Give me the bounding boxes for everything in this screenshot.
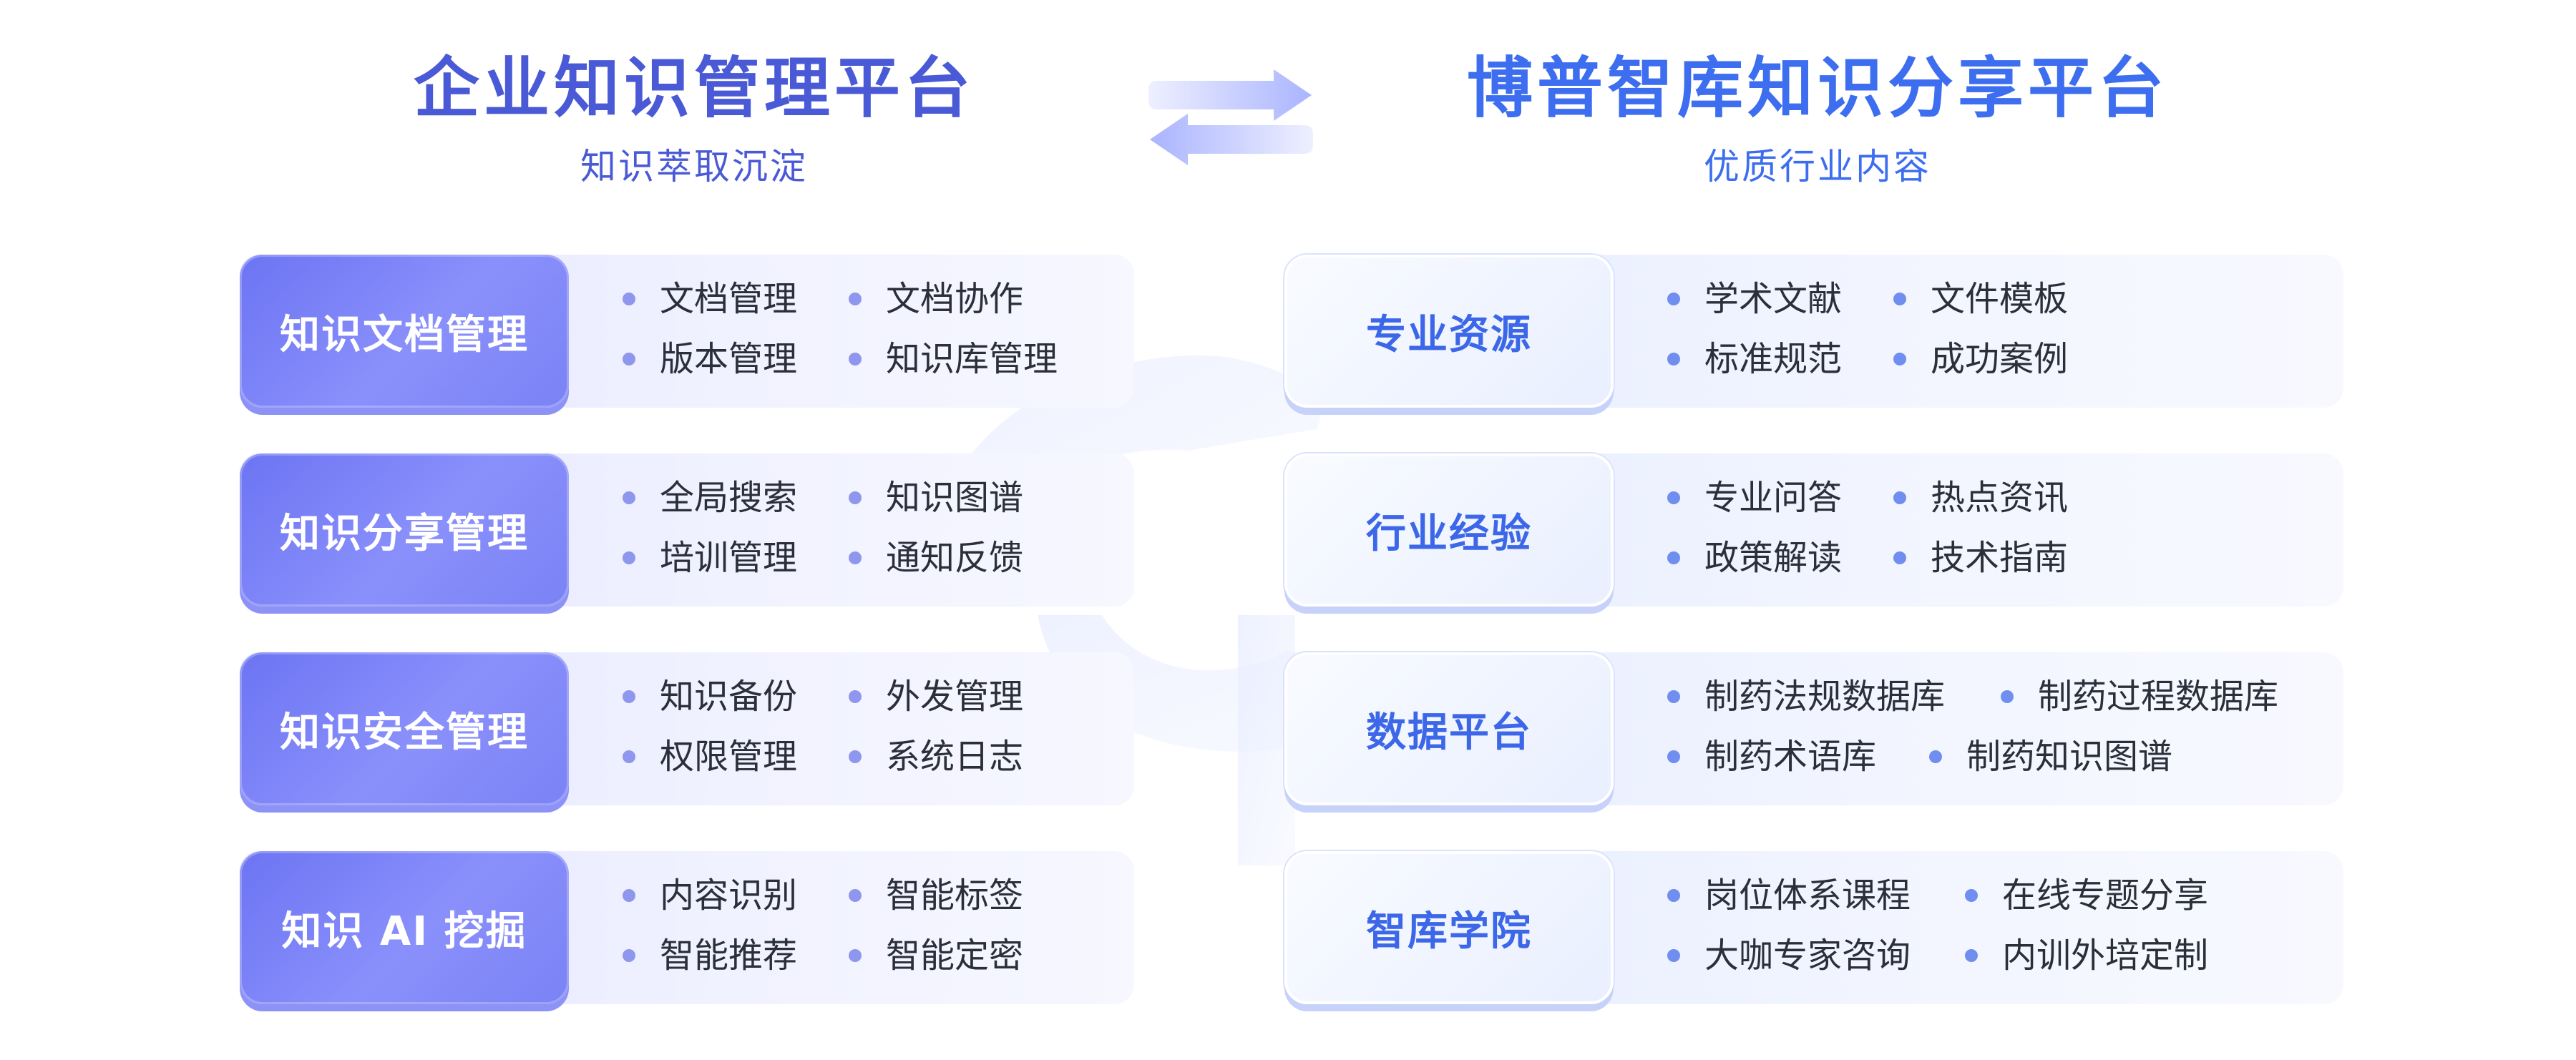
bullet-dot-icon — [1965, 889, 1978, 902]
bullet-dot-icon — [849, 949, 862, 962]
bullet-dot-icon — [849, 353, 862, 365]
list-item: 在线专题分享 — [1965, 874, 2208, 917]
bullet-dot-icon — [623, 889, 635, 902]
list-item: 外发管理 — [849, 675, 1023, 718]
right-title: 博普智库知识分享平台 — [1466, 50, 2168, 127]
left-row-label: 知识文档管理 — [240, 255, 569, 408]
bullet-dot-icon — [849, 889, 862, 902]
right-subtitle: 优质行业内容 — [1704, 146, 1931, 187]
left-column-header: 企业知识管理平台 知识萃取沉淀 — [386, 56, 1002, 185]
right-row-label: 智库学院 — [1284, 851, 1614, 1004]
bullet-dot-icon — [849, 690, 862, 703]
left-row-document: 知识文档管理 文档管理 文档协作 版本管理 知识库管理 — [240, 255, 1134, 408]
bullet-dot-icon — [1965, 949, 1978, 962]
bullet-dot-icon — [623, 750, 635, 763]
left-subtitle: 知识萃取沉淀 — [580, 146, 808, 187]
bullet-dot-icon — [1667, 690, 1680, 703]
bullet-dot-icon — [1667, 551, 1680, 564]
list-item: 制药知识图谱 — [1929, 735, 2172, 778]
right-row-resources: 专业资源 学术文献 文件模板 标准规范 成功案例 — [1284, 255, 2343, 408]
list-item: 专业问答 — [1667, 476, 1842, 519]
left-title: 企业知识管理平台 — [413, 50, 975, 127]
bullet-dot-icon — [849, 293, 862, 305]
bullet-dot-icon — [849, 551, 862, 564]
swap-arrows-icon — [1148, 69, 1313, 165]
list-item: 知识备份 — [623, 675, 797, 718]
right-row-experience: 行业经验 专业问答 热点资讯 政策解读 技术指南 — [1284, 453, 2343, 607]
list-item: 版本管理 — [623, 338, 797, 381]
right-row-items: 岗位体系课程 在线专题分享 大咖专家咨询 内训外培定制 — [1667, 874, 2326, 988]
list-item: 制药过程数据库 — [2001, 675, 2278, 718]
list-item: 内容识别 — [623, 874, 797, 917]
list-item: 全局搜索 — [623, 476, 797, 519]
list-item: 培训管理 — [623, 536, 797, 579]
right-row-data-platform: 数据平台 制药法规数据库 制药过程数据库 制药术语库 制药知识图谱 — [1284, 652, 2343, 805]
list-item: 文档协作 — [849, 278, 1023, 320]
right-row-label: 专业资源 — [1284, 255, 1614, 408]
bullet-dot-icon — [1893, 353, 1906, 365]
list-item: 热点资讯 — [1893, 476, 2068, 519]
list-item: 成功案例 — [1893, 338, 2068, 381]
bullet-dot-icon — [623, 353, 635, 365]
right-row-items: 制药法规数据库 制药过程数据库 制药术语库 制药知识图谱 — [1667, 675, 2326, 790]
list-item: 制药术语库 — [1667, 735, 1876, 778]
list-item: 文件模板 — [1893, 278, 2068, 320]
left-row-items: 全局搜索 知识图谱 培训管理 通知反馈 — [623, 476, 1281, 591]
bullet-dot-icon — [849, 750, 862, 763]
bullet-dot-icon — [1893, 491, 1906, 504]
bullet-dot-icon — [1667, 491, 1680, 504]
right-row-label: 数据平台 — [1284, 652, 1614, 805]
bullet-dot-icon — [1667, 889, 1680, 902]
list-item: 文档管理 — [623, 278, 797, 320]
bullet-dot-icon — [1929, 750, 1942, 763]
bullet-dot-icon — [623, 491, 635, 504]
list-item: 智能标签 — [849, 874, 1023, 917]
bullet-dot-icon — [623, 949, 635, 962]
bullet-dot-icon — [1667, 949, 1680, 962]
bullet-dot-icon — [1893, 551, 1906, 564]
list-item: 制药法规数据库 — [1667, 675, 1945, 718]
list-item: 智能定密 — [849, 934, 1023, 977]
left-row-items: 知识备份 外发管理 权限管理 系统日志 — [623, 675, 1281, 790]
bullet-dot-icon — [1667, 750, 1680, 763]
left-row-label: 知识 AI 挖掘 — [240, 851, 569, 1004]
left-row-items: 文档管理 文档协作 版本管理 知识库管理 — [623, 278, 1281, 392]
list-item: 学术文献 — [1667, 278, 1842, 320]
bullet-dot-icon — [1667, 293, 1680, 305]
list-item: 标准规范 — [1667, 338, 1842, 381]
list-item: 内训外培定制 — [1965, 934, 2208, 977]
bullet-dot-icon — [2001, 690, 2014, 703]
bullet-dot-icon — [1893, 293, 1906, 305]
right-row-academy: 智库学院 岗位体系课程 在线专题分享 大咖专家咨询 内训外培定制 — [1284, 851, 2343, 1004]
bullet-dot-icon — [623, 551, 635, 564]
right-row-label: 行业经验 — [1284, 453, 1614, 607]
left-row-security: 知识安全管理 知识备份 外发管理 权限管理 系统日志 — [240, 652, 1134, 805]
list-item: 大咖专家咨询 — [1667, 934, 1911, 977]
right-row-items: 专业问答 热点资讯 政策解读 技术指南 — [1667, 476, 2326, 591]
left-row-sharing: 知识分享管理 全局搜索 知识图谱 培训管理 通知反馈 — [240, 453, 1134, 607]
right-row-items: 学术文献 文件模板 标准规范 成功案例 — [1667, 278, 2326, 392]
list-item: 智能推荐 — [623, 934, 797, 977]
list-item: 系统日志 — [849, 735, 1023, 778]
bullet-dot-icon — [623, 293, 635, 305]
left-row-ai-mining: 知识 AI 挖掘 内容识别 智能标签 智能推荐 智能定密 — [240, 851, 1134, 1004]
left-row-items: 内容识别 智能标签 智能推荐 智能定密 — [623, 874, 1281, 988]
list-item: 通知反馈 — [849, 536, 1023, 579]
list-item: 知识图谱 — [849, 476, 1023, 519]
bullet-dot-icon — [1667, 353, 1680, 365]
right-column-header: 博普智库知识分享平台 优质行业内容 — [1388, 56, 2247, 185]
bullet-dot-icon — [623, 690, 635, 703]
left-row-label: 知识分享管理 — [240, 453, 569, 607]
list-item: 权限管理 — [623, 735, 797, 778]
bullet-dot-icon — [849, 491, 862, 504]
list-item: 技术指南 — [1893, 536, 2068, 579]
list-item: 岗位体系课程 — [1667, 874, 1911, 917]
list-item: 知识库管理 — [849, 338, 1058, 381]
left-row-label: 知识安全管理 — [240, 652, 569, 805]
list-item: 政策解读 — [1667, 536, 1842, 579]
